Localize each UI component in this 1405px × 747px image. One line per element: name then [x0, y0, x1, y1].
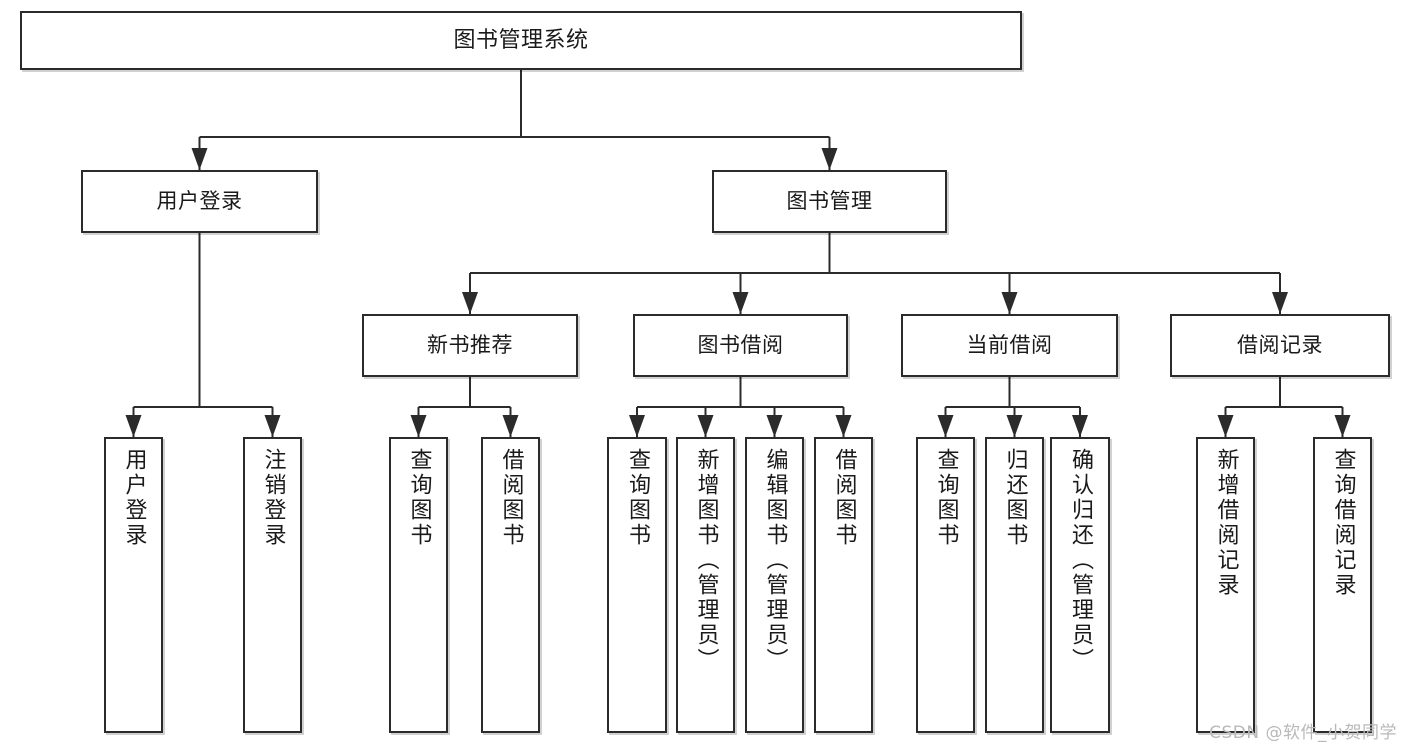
- node-leaf-current-3[interactable]: 确认归还（管理员）: [1050, 437, 1110, 733]
- node-label: 借阅图书: [498, 448, 524, 548]
- node-leaf-borrow-1[interactable]: 查询图书: [607, 437, 667, 733]
- node-records[interactable]: 借阅记录: [1170, 314, 1390, 377]
- node-leaf-records-1[interactable]: 新增借阅记录: [1196, 437, 1255, 733]
- node-label: 用户登录: [121, 448, 147, 548]
- node-leaf-newbook-1[interactable]: 查询图书: [389, 437, 448, 733]
- node-newbook[interactable]: 新书推荐: [362, 314, 578, 377]
- node-leaf-borrow-2[interactable]: 新增图书（管理员）: [676, 437, 735, 733]
- node-label: 查询图书: [933, 448, 959, 548]
- node-label: 借阅图书: [831, 448, 857, 548]
- node-current[interactable]: 当前借阅: [901, 314, 1118, 377]
- node-label: 新增图书（管理员）: [693, 448, 719, 673]
- node-borrow[interactable]: 图书借阅: [633, 314, 848, 377]
- node-leaf-current-1[interactable]: 查询图书: [916, 437, 975, 733]
- node-bookmgmt[interactable]: 图书管理: [712, 170, 947, 233]
- node-leaf-borrow-4[interactable]: 借阅图书: [814, 437, 873, 733]
- node-label: 确认归还（管理员）: [1068, 448, 1093, 673]
- node-label: 当前借阅: [966, 333, 1053, 358]
- node-leaf-borrow-3[interactable]: 编辑图书（管理员）: [745, 437, 804, 733]
- node-label: 新增借阅记录: [1213, 448, 1239, 598]
- node-leaf-records-2[interactable]: 查询借阅记录: [1313, 437, 1372, 733]
- node-leaf-login-1[interactable]: 用户登录: [104, 437, 163, 733]
- node-label: 图书管理系统: [453, 27, 589, 53]
- node-label: 图书管理: [786, 189, 873, 214]
- node-label: 用户登录: [156, 189, 243, 214]
- node-label: 查询图书: [625, 448, 650, 548]
- node-leaf-login-2[interactable]: 注销登录: [243, 437, 302, 733]
- node-label: 查询借阅记录: [1330, 448, 1356, 598]
- node-login[interactable]: 用户登录: [81, 170, 318, 233]
- node-leaf-newbook-2[interactable]: 借阅图书: [481, 437, 540, 733]
- node-label: 新书推荐: [427, 333, 513, 358]
- node-label: 注销登录: [260, 448, 286, 548]
- node-label: 查询图书: [406, 448, 432, 548]
- node-label: 借阅记录: [1237, 333, 1323, 358]
- node-leaf-current-2[interactable]: 归还图书: [985, 437, 1044, 733]
- node-root[interactable]: 图书管理系统: [20, 11, 1022, 70]
- node-label: 归还图书: [1002, 448, 1028, 548]
- node-label: 图书借阅: [697, 333, 784, 358]
- node-label: 编辑图书（管理员）: [762, 448, 788, 673]
